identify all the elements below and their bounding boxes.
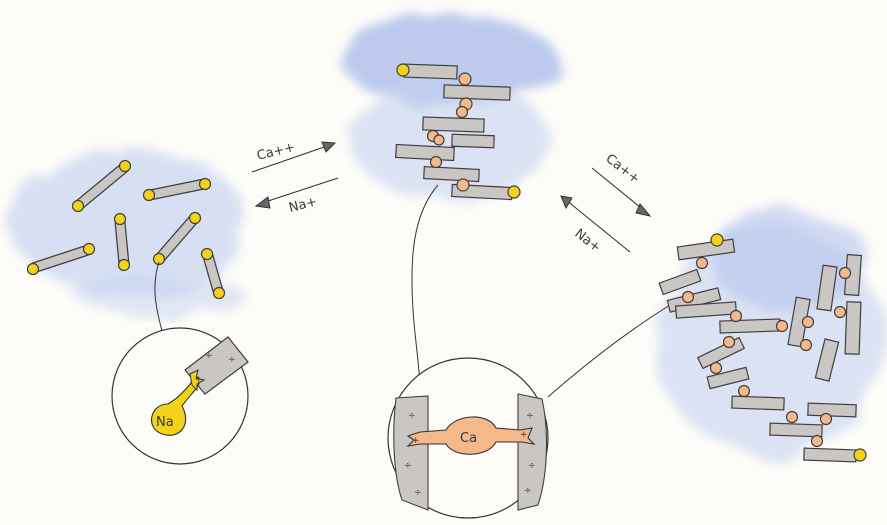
- polymer-rod: [26, 242, 96, 276]
- svg-text:÷: ÷: [404, 461, 412, 471]
- magnified-left-chain: ÷ ÷ ÷: [393, 395, 429, 511]
- crosslinked-network: [658, 233, 867, 463]
- polymer-rod: [113, 212, 131, 272]
- polymer-rod: [152, 211, 202, 266]
- calcium-charge-plus-right: +: [520, 430, 528, 440]
- polymer-rod: [200, 247, 226, 300]
- forward-arrow-calcium: Ca++: [251, 140, 337, 173]
- center-lead-line: [411, 184, 439, 391]
- svg-text:÷: ÷: [414, 488, 422, 498]
- forward-arrow-calcium-2: Ca++: [591, 151, 652, 217]
- sodium-ion: Na +: [151, 369, 206, 436]
- svg-text:÷: ÷: [526, 411, 534, 421]
- top-blue-wash: [342, 16, 558, 200]
- left-equilibrium: Ca++ Na+: [251, 140, 339, 216]
- magnified-right-chain: ÷ ÷ ÷: [517, 393, 548, 511]
- free-polymer-chains: [26, 159, 226, 300]
- reverse-arrow-sodium-2: Na+: [560, 195, 631, 256]
- calcium-beads: [426, 72, 473, 192]
- svg-text:÷: ÷: [524, 486, 532, 496]
- sodium-ion-label: Na: [156, 415, 174, 430]
- network-calcium-beads: [681, 256, 852, 448]
- calcium-charge-plus-left: +: [412, 436, 420, 446]
- forward-arrow-label: Ca++: [255, 140, 296, 164]
- calcium-ion-label: Ca: [460, 431, 477, 446]
- sodium-charge-plus: +: [195, 375, 203, 385]
- svg-text:÷: ÷: [205, 351, 213, 361]
- calcium-magnifier: ÷ ÷ ÷ ÷ ÷ ÷ Ca + +: [387, 357, 549, 519]
- calcium-ion: Ca + +: [406, 416, 536, 455]
- polymer-rod: [142, 177, 212, 202]
- sodium-magnifier: ÷ ÷ Na +: [111, 327, 249, 465]
- egg-box-dimer: [395, 63, 521, 201]
- reverse-arrow-label: Na+: [287, 194, 318, 215]
- reverse-arrow-label-2: Na+: [572, 226, 604, 255]
- polymer-rod: [71, 159, 132, 213]
- right-lead-line: [547, 304, 671, 398]
- svg-text:÷: ÷: [408, 411, 416, 421]
- svg-text:÷: ÷: [228, 355, 236, 365]
- reverse-arrow-sodium: Na+: [254, 177, 339, 216]
- svg-text:÷: ÷: [528, 461, 536, 471]
- right-equilibrium: Ca++ Na+: [560, 151, 652, 256]
- left-lead-line: [154, 261, 164, 336]
